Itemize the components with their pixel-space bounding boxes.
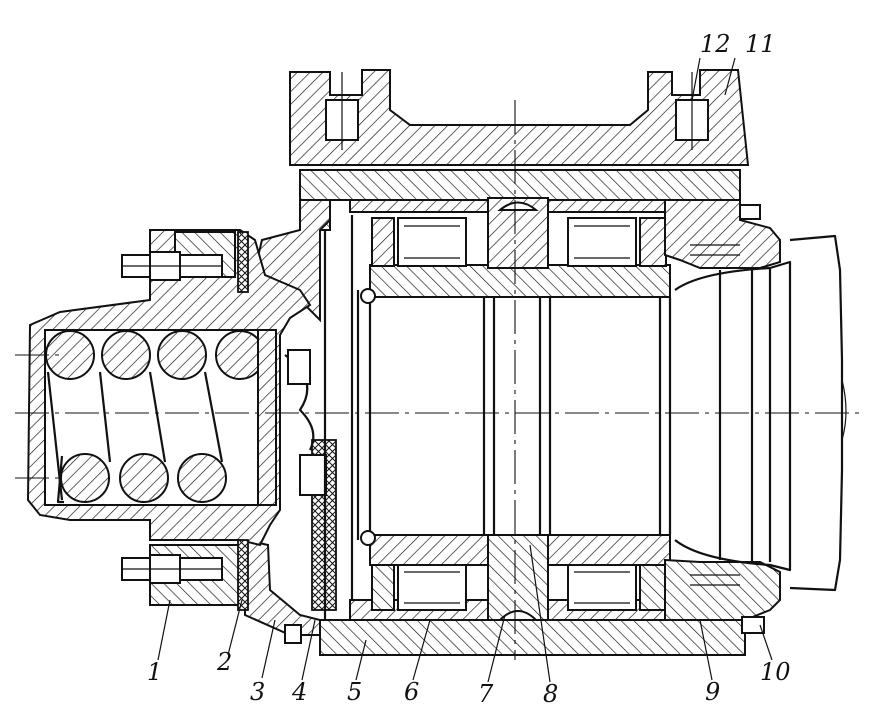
center-spacer: [482, 197, 552, 621]
callout-10: 10: [760, 658, 791, 686]
cable-element: [284, 230, 337, 620]
leader-lines: [157, 57, 773, 683]
callout-11: 11: [745, 30, 776, 58]
axle-journal: [674, 234, 847, 592]
callout-6: 6: [404, 678, 419, 706]
callout-7: 7: [478, 680, 494, 708]
gaskets: [237, 231, 249, 611]
bolts: [121, 251, 302, 644]
center-lines: [15, 100, 860, 660]
callout-4: 4: [291, 678, 307, 706]
right-seal: [664, 199, 781, 634]
upper-bearings: [369, 217, 671, 298]
callout-5: 5: [347, 678, 362, 706]
callout-3: 3: [250, 678, 265, 706]
callout-1: 1: [147, 658, 162, 686]
callout-8: 8: [543, 680, 558, 708]
mounting-bracket: [289, 69, 750, 166]
axle-bore: [350, 215, 672, 600]
callout-12: 12: [700, 30, 731, 58]
callout-9: 9: [705, 678, 720, 706]
callouts: 1 2 3 4 5 6 7 8 9 10 11 12: [147, 30, 791, 708]
coil-spring: [45, 329, 277, 506]
callout-2: 2: [216, 648, 232, 676]
